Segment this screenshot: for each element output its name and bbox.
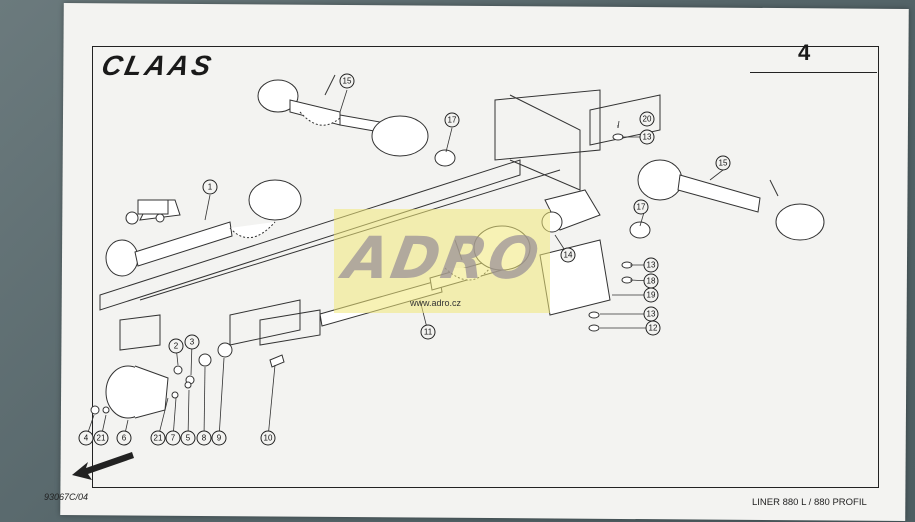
callout-17-right: 17 xyxy=(633,199,649,215)
callout-15-top: 15 xyxy=(339,73,355,89)
pto-shaft-top xyxy=(257,74,429,157)
model-name: LINER 880 L / 880 PROFIL xyxy=(752,497,867,508)
callout-10: 10 xyxy=(260,430,276,446)
callout-20: 20 xyxy=(639,111,655,127)
small-parts xyxy=(90,342,285,415)
document-code: 93067C/04 xyxy=(44,492,89,502)
callout-12: 12 xyxy=(645,320,661,336)
pto-shaft-right xyxy=(637,159,825,241)
pto-shaft-left xyxy=(105,179,302,277)
direction-arrow xyxy=(72,452,134,480)
callout-21-left: 21 xyxy=(93,430,109,446)
callout-1: 1 xyxy=(202,179,218,195)
callout-14: 14 xyxy=(560,247,576,263)
callout-15-right: 15 xyxy=(715,155,731,171)
callout-18: 18 xyxy=(643,273,659,289)
guard-cone xyxy=(105,365,169,419)
tractor-icon xyxy=(125,199,169,225)
callout-6: 6 xyxy=(116,430,132,446)
watermark-logo: ADRO xyxy=(339,224,546,292)
page-number-divider xyxy=(750,72,877,73)
callout-13-low: 13 xyxy=(643,306,659,322)
watermark-url: www.adro.cz xyxy=(410,298,462,308)
callout-4: 4 xyxy=(78,430,94,446)
callout-8: 8 xyxy=(196,430,212,446)
callout-13-mid: 13 xyxy=(643,257,659,273)
callout-2: 2 xyxy=(168,338,184,354)
callout-21-mid: 21 xyxy=(150,430,166,446)
callout-9: 9 xyxy=(211,430,227,446)
callout-11: 11 xyxy=(420,324,436,340)
page-frame xyxy=(92,46,879,488)
callout-19: 19 xyxy=(643,287,659,303)
gearbox-mount xyxy=(494,89,661,191)
callout-7: 7 xyxy=(165,430,181,446)
callout-5: 5 xyxy=(180,430,196,446)
angle-gearbox xyxy=(539,189,611,316)
callout-17-top: 17 xyxy=(444,112,460,128)
hardware-right xyxy=(434,125,651,332)
callout-3: 3 xyxy=(184,334,200,350)
page-number: 4 xyxy=(798,40,811,65)
callout-13-top: 13 xyxy=(639,129,655,145)
watermark-box xyxy=(334,209,550,313)
